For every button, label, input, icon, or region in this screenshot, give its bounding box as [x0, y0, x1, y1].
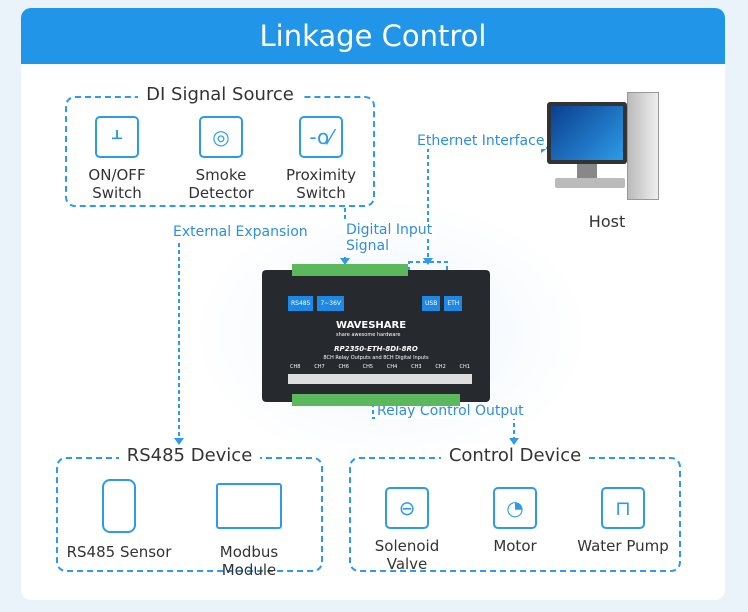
digital-input-label-2: Signal	[344, 238, 392, 254]
usb-port: USB	[422, 296, 441, 311]
channel-label: CH8	[290, 364, 301, 370]
channel-label: CH5	[362, 364, 374, 370]
slogan: share awesome hardware	[336, 332, 401, 338]
digital-input-label-1: Digital Input	[344, 222, 435, 238]
proximity-switch-icon: -o⁄	[299, 116, 343, 158]
keyboard-icon	[555, 178, 625, 188]
smoke-detector-icon: ◎	[199, 116, 243, 158]
item-label: Solenoid Valve	[374, 537, 440, 573]
model-desc: 8CH Relay Outputs and 8CH Digital Inputs	[323, 355, 429, 361]
eth-port-highlight	[408, 261, 448, 275]
rs485-title: RS485 Device	[118, 445, 261, 466]
solenoid-valve-icon: ⊖	[385, 487, 429, 529]
channel-label: CH7	[314, 364, 325, 370]
switch-icon: ᚆ	[95, 116, 139, 158]
brand-logo: WAVESHARE	[336, 320, 407, 331]
rs485-device-box: RS485 Device RS485 Sensor Modbus Module	[56, 445, 323, 579]
motor-icon: ◔	[493, 487, 537, 529]
on-off-switch-item: ᚆ ON/OFF Switch	[81, 116, 153, 202]
di-signal-source-box: DI Signal Source ᚆ ON/OFF Switch ◎ Smoke…	[65, 84, 375, 207]
external-expansion-label: External Expansion	[171, 224, 310, 240]
item-label: Switch	[92, 184, 142, 202]
host-label: Host	[588, 212, 626, 231]
channel-label: CH3	[411, 364, 422, 370]
relay-output-label: Relay Control Output	[375, 403, 526, 419]
control-device-box: Control Device ⊖ Solenoid Valve ◔ Motor …	[349, 445, 681, 573]
item-label: Smoke	[195, 166, 247, 184]
item-label: Switch	[296, 184, 346, 202]
proximity-switch-item: -o⁄ Proximity Switch	[281, 116, 361, 202]
di-source-title: DI Signal Source	[138, 84, 302, 105]
smoke-detector-item: ◎ Smoke Detector	[181, 116, 261, 202]
item-label: Motor	[493, 537, 537, 555]
card: Linkage Control DI Signal Source ᚆ ON/OF…	[21, 8, 725, 600]
modbus-module-item: Modbus Module	[194, 479, 304, 579]
rs485-sensor-item: RS485 Sensor	[64, 479, 174, 561]
channel-label: CH1	[459, 364, 470, 370]
channel-label: CH2	[435, 364, 446, 370]
channel-label: CH4	[386, 364, 398, 370]
water-pump-icon: ⊓	[601, 487, 645, 529]
motor-item: ◔ Motor	[475, 487, 555, 555]
page-title: Linkage Control	[21, 8, 725, 64]
eth-port: ETH	[444, 296, 463, 311]
item-label: Modbus Module	[219, 543, 279, 579]
rp2350-device: RS485 7~36V USB ETH WAVESHARE share awes…	[262, 264, 490, 406]
control-title: Control Device	[440, 445, 590, 466]
item-label: Water Pump	[577, 537, 669, 555]
channel-label: CH6	[338, 364, 349, 370]
item-label: Detector	[188, 184, 254, 202]
rs485-port: RS485	[288, 296, 314, 311]
modbus-module-icon	[216, 483, 282, 529]
item-label: Proximity	[286, 166, 356, 184]
host-computer	[541, 92, 661, 204]
tower-icon	[627, 92, 659, 200]
ethernet-line	[427, 147, 541, 264]
model-name: RP2350-ETH-8DI-8RO	[334, 345, 418, 353]
rs485-sensor-icon	[102, 479, 136, 533]
solenoid-valve-item: ⊖ Solenoid Valve	[357, 487, 457, 573]
water-pump-item: ⊓ Water Pump	[573, 487, 673, 555]
item-label: RS485 Sensor	[66, 543, 172, 561]
power-port: 7~36V	[317, 296, 345, 311]
ethernet-interface-label: Ethernet Interface	[415, 133, 547, 149]
item-label: ON/OFF	[88, 166, 146, 184]
monitor-icon	[547, 102, 627, 164]
